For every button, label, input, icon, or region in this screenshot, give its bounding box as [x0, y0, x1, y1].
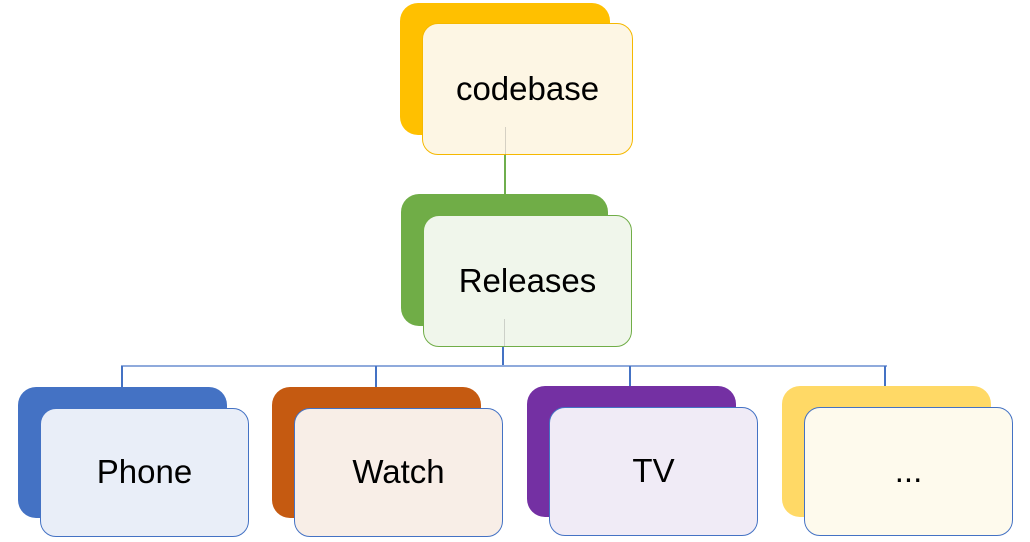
node-more: ... — [782, 386, 1013, 536]
card-front: TV — [549, 407, 758, 536]
connector-codebase-to-releases — [504, 155, 506, 195]
connector-drop-tv — [629, 366, 631, 387]
connector-rail — [121, 365, 887, 367]
connector-ghost-releases — [504, 319, 505, 347]
node-releases: Releases — [401, 194, 632, 347]
connector-drop-phone — [121, 366, 123, 387]
card-front: Phone — [40, 408, 249, 537]
node-tv: TV — [527, 386, 758, 536]
node-label: codebase — [455, 69, 600, 107]
connector-drop-more — [884, 366, 886, 387]
node-label: ... — [894, 452, 923, 490]
node-label: Releases — [458, 261, 597, 299]
node-label: TV — [632, 452, 675, 490]
card-front: ... — [804, 407, 1013, 536]
node-phone: Phone — [18, 387, 249, 537]
card-front: Releases — [423, 215, 632, 347]
node-codebase: codebase — [400, 3, 633, 155]
connector-releases-to-rail — [502, 347, 504, 366]
card-front: codebase — [422, 23, 633, 155]
connector-drop-watch — [375, 366, 377, 387]
card-front: Watch — [294, 408, 503, 537]
connector-ghost-codebase — [505, 127, 506, 155]
node-label: Phone — [96, 453, 193, 491]
node-watch: Watch — [272, 387, 503, 537]
node-label: Watch — [352, 453, 445, 491]
